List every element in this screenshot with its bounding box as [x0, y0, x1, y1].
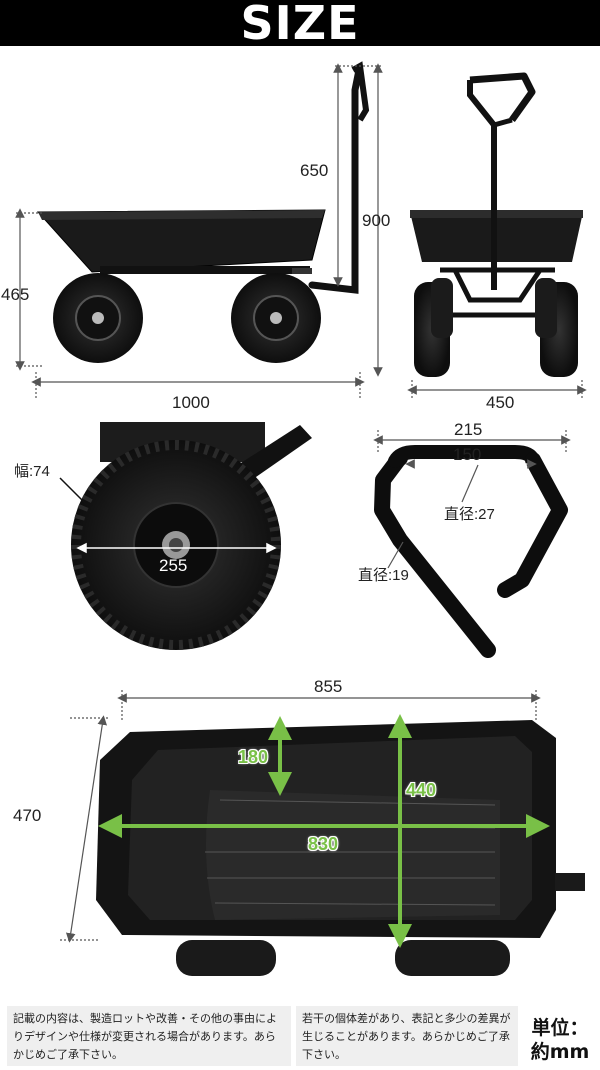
note-design-change: 記載の内容は、製造ロットや改善・その他の事由によりデザインや仕様が変更される場合… [7, 1006, 291, 1066]
handle-detail-image [374, 445, 568, 658]
top-view-wagon [96, 720, 585, 976]
inner-width-label: 440 [406, 780, 437, 800]
top-width-label: 470 [13, 806, 42, 825]
wheel-dimension-lines [59, 477, 277, 554]
bar-diameter-label: 直径:19 [358, 567, 409, 584]
front-view-wagon [410, 72, 583, 377]
body-height-label: 465 [1, 285, 30, 304]
side-dimension-lines [15, 63, 383, 398]
unit-label-line-2: 約mm [530, 1041, 590, 1063]
total-height-label: 900 [362, 211, 391, 230]
handle-dimension-lines [373, 430, 571, 569]
top-dimension-lines [60, 690, 541, 943]
total-width-label: 450 [486, 393, 515, 412]
side-view-wagon [36, 61, 370, 363]
total-length-label: 1000 [172, 393, 210, 412]
handle-height-label: 650 [300, 161, 329, 180]
header-bar: SIZE [0, 0, 600, 50]
inner-depth-label: 180 [238, 747, 269, 767]
top-inner-green-arrows [98, 714, 550, 948]
unit-label: 単位： 約mm [522, 1016, 598, 1064]
tire-width-label: 幅:74 [14, 463, 50, 480]
handle-outer-width-label: 215 [454, 420, 483, 439]
grip-diameter-label: 直径:27 [444, 506, 495, 523]
top-length-label: 855 [314, 677, 343, 696]
unit-label-line-1: 単位： [531, 1017, 589, 1039]
grip-width-label: 150 [453, 445, 482, 464]
front-dimension-lines [407, 380, 587, 400]
wheel-detail-image [71, 422, 312, 650]
inner-length-label: 830 [308, 834, 339, 854]
note-individual-difference: 若干の個体差があり、表記と多少の差異が生じることがあります。あらかじめご了承下さ… [296, 1006, 518, 1066]
page-title: SIZE [240, 0, 360, 50]
wheel-diameter-label: 255 [159, 556, 188, 575]
